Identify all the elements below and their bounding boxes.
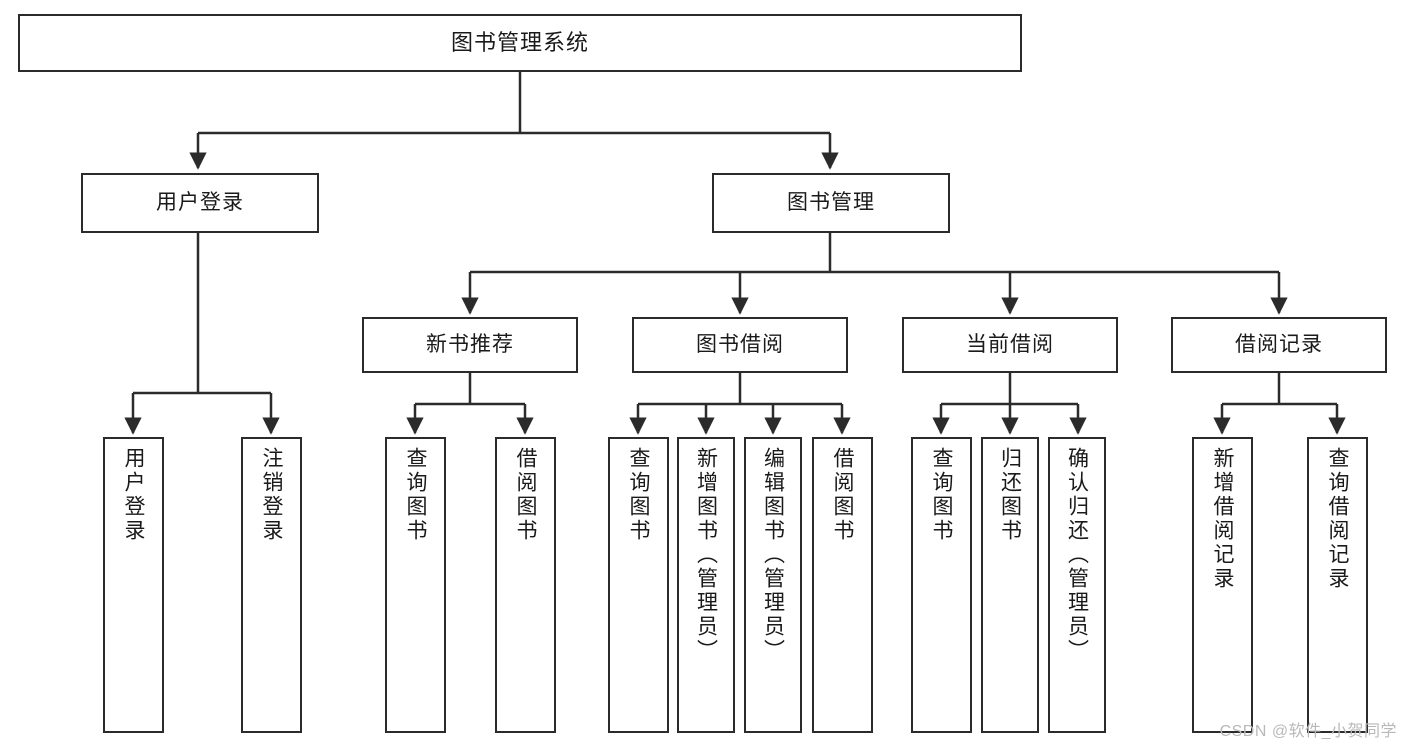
node-label: 新书推荐: [426, 332, 514, 356]
node-label: 用户登录: [122, 447, 145, 543]
leaf-user-login-logout[interactable]: 注销登录: [241, 437, 302, 733]
leaf-user-login-login[interactable]: 用户登录: [103, 437, 164, 733]
node-label: 查询图书: [404, 447, 427, 543]
leaf-new-book-borrow[interactable]: 借阅图书: [495, 437, 556, 733]
node-borrow-record[interactable]: 借阅记录: [1171, 317, 1387, 373]
node-new-book-recommend[interactable]: 新书推荐: [362, 317, 578, 373]
leaf-borrow-record-query[interactable]: 查询借阅记录: [1307, 437, 1368, 733]
node-label: 查询图书: [930, 447, 953, 543]
node-label: 新增图书（管理员）: [694, 447, 718, 663]
node-label: 确认归还（管理员）: [1065, 447, 1089, 663]
leaf-book-borrow-borrow[interactable]: 借阅图书: [812, 437, 873, 733]
node-user-login[interactable]: 用户登录: [81, 173, 319, 233]
leaf-borrow-record-add[interactable]: 新增借阅记录: [1192, 437, 1253, 733]
leaf-book-borrow-add-admin[interactable]: 新增图书（管理员）: [677, 437, 735, 733]
node-label: 图书管理: [787, 190, 875, 214]
leaf-current-borrow-query[interactable]: 查询图书: [911, 437, 972, 733]
node-label: 新增借阅记录: [1211, 447, 1234, 591]
node-book-management[interactable]: 图书管理: [712, 173, 950, 233]
node-label: 用户登录: [156, 190, 244, 214]
node-label: 编辑图书（管理员）: [761, 447, 785, 663]
node-current-borrow[interactable]: 当前借阅: [902, 317, 1118, 373]
node-label: 注销登录: [260, 447, 283, 543]
node-label: 图书管理系统: [450, 30, 589, 56]
leaf-current-borrow-return[interactable]: 归还图书: [981, 437, 1039, 733]
node-label: 图书借阅: [696, 332, 784, 356]
node-label: 归还图书: [998, 447, 1022, 543]
node-label: 借阅图书: [514, 447, 537, 543]
node-book-borrow[interactable]: 图书借阅: [632, 317, 848, 373]
leaf-book-borrow-edit-admin[interactable]: 编辑图书（管理员）: [744, 437, 802, 733]
node-root-system[interactable]: 图书管理系统: [18, 14, 1022, 72]
leaf-current-borrow-confirm-admin[interactable]: 确认归还（管理员）: [1048, 437, 1106, 733]
node-label: 借阅记录: [1235, 332, 1323, 356]
node-label: 当前借阅: [966, 332, 1054, 356]
node-label: 查询借阅记录: [1326, 447, 1349, 591]
node-label: 借阅图书: [831, 447, 854, 543]
leaf-book-borrow-query[interactable]: 查询图书: [608, 437, 669, 733]
leaf-new-book-query[interactable]: 查询图书: [385, 437, 446, 733]
node-label: 查询图书: [627, 447, 650, 543]
